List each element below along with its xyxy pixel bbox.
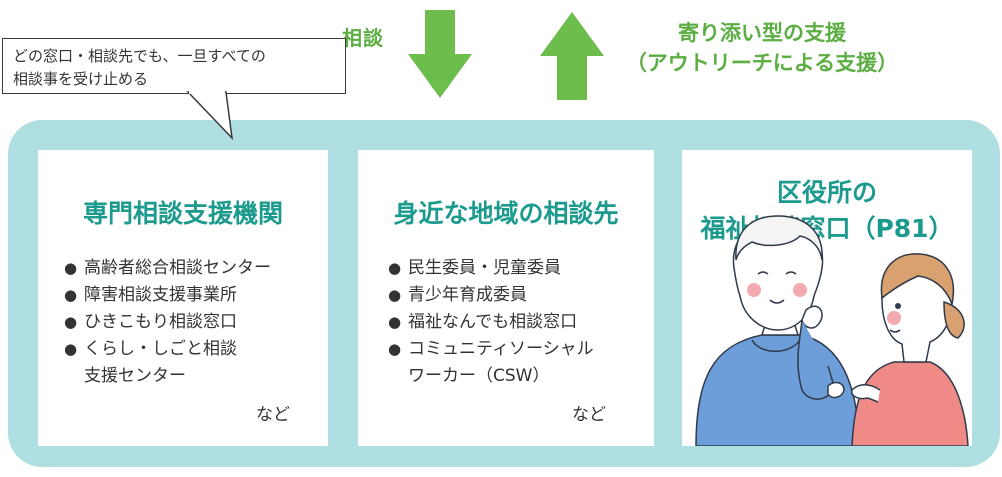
- list-item: ひきこもり相談窓口: [64, 309, 271, 336]
- elderly-woman-figure: [695, 215, 861, 446]
- consultation-illustration: [695, 215, 969, 446]
- list-item-continuation: ワーカー（CSW）: [408, 366, 550, 386]
- box-title: 身近な地域の相談先: [393, 199, 619, 228]
- outreach-support-label-line2: （アウトリーチによる支援）: [625, 51, 899, 75]
- box-ward-office: 区役所の 福祉相談窓口（P81）: [682, 150, 972, 446]
- speech-bubble: どの窓口・相談先でも、一旦すべての 相談事を受け止める: [2, 38, 346, 94]
- bubble-text-line1: どの窓口・相談先でも、一旦すべての: [13, 47, 266, 65]
- arrow-down-icon: [408, 10, 472, 98]
- box-title-line1: 区役所の: [776, 178, 877, 207]
- arrow-up-icon: [540, 12, 604, 100]
- outreach-support-label-line1: 寄り添い型の支援: [678, 21, 846, 45]
- etc-label: など: [572, 405, 606, 425]
- item-list: 民生委員・児童委員 青少年育成委員 福祉なんでも相談窓口 コミュニティソーシャル…: [388, 255, 594, 390]
- list-item: 民生委員・児童委員: [388, 255, 594, 282]
- young-woman-figure: [850, 253, 969, 446]
- list-item: 高齢者総合相談センター: [64, 255, 271, 282]
- list-item: 青少年育成委員: [388, 282, 594, 309]
- item-list: 高齢者総合相談センター 障害相談支援事業所 ひきこもり相談窓口 くらし・しごと相…: [64, 255, 271, 390]
- bubble-text-line2: 相談事を受け止める: [13, 70, 149, 88]
- box-specialized-support: 専門相談支援機関 高齢者総合相談センター 障害相談支援事業所 ひきこもり相談窓口…: [38, 150, 328, 446]
- etc-label: など: [256, 405, 290, 425]
- list-item: 障害相談支援事業所: [64, 282, 271, 309]
- consult-label: 相談: [342, 26, 384, 50]
- list-item: コミュニティソーシャル: [388, 336, 594, 363]
- box-title: 専門相談支援機関: [82, 199, 283, 228]
- box-local-community: 身近な地域の相談先 民生委員・児童委員 青少年育成委員 福祉なんでも相談窓口 コ…: [358, 150, 654, 446]
- list-item: 福祉なんでも相談窓口: [388, 309, 594, 336]
- list-item: くらし・しごと相談: [64, 336, 271, 363]
- outreach-support-label: 寄り添い型の支援 （アウトリーチによる支援）: [612, 18, 912, 78]
- list-item-continuation: 支援センター: [84, 366, 186, 386]
